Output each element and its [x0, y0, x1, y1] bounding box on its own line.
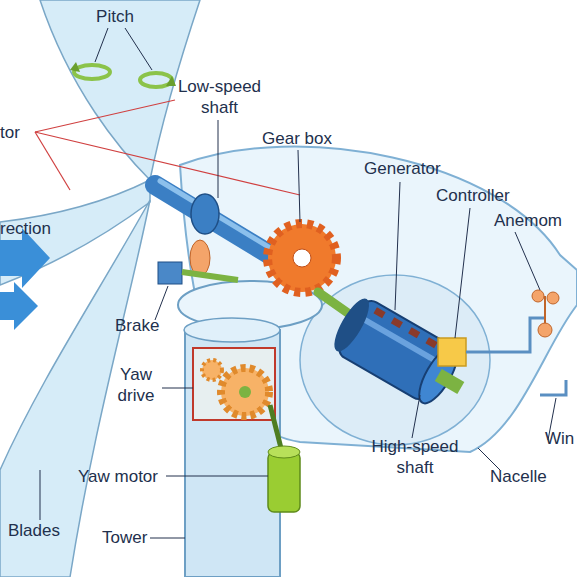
gear [268, 224, 336, 292]
part-label: Yaw motor [78, 466, 178, 487]
part-label: Low-speed shaft [172, 76, 267, 118]
pitch-arrow-head [166, 76, 176, 86]
rotor-leader [35, 100, 175, 132]
part-label: Pitch [85, 6, 145, 27]
wind-vane [540, 380, 566, 395]
part-label: Nacelle [490, 466, 570, 487]
leader-lines [40, 28, 556, 538]
yaw-motor [268, 452, 300, 512]
part-label: Controller [436, 185, 536, 206]
anemometer-cup [538, 323, 552, 337]
brake-caliper [158, 262, 182, 284]
yaw-gear-body [225, 372, 265, 412]
gear-hole [293, 249, 311, 267]
yaw-gear [221, 368, 269, 416]
part-label: Tower [102, 527, 162, 548]
yaw-motor-top [268, 446, 300, 458]
yaw-drive-box [193, 348, 275, 420]
tower [185, 330, 280, 577]
brake-shaft [182, 272, 238, 280]
part-label: rection [0, 218, 70, 239]
part-label: Generator [364, 158, 464, 179]
tower-top [184, 318, 280, 342]
blade [40, 0, 200, 180]
part-label: Win [545, 428, 577, 449]
yaw-gear-hub [239, 386, 251, 398]
pitch-arrow [74, 65, 110, 79]
wind-arrow [0, 282, 38, 330]
part-label: Blades [8, 520, 78, 541]
gear-body [272, 228, 332, 288]
part-label: tor [0, 122, 40, 143]
part-label: Yaw drive [108, 364, 164, 406]
anemometer-cup [532, 290, 544, 302]
part-label: Brake [115, 315, 175, 336]
rotor-leader [35, 132, 300, 195]
pitch-arrow-head [70, 62, 80, 72]
generator [327, 292, 477, 415]
yaw-shaft [270, 405, 282, 452]
part-label: Anemom [494, 210, 577, 231]
rotor-leader [35, 132, 70, 190]
shaft-collar [191, 194, 219, 234]
part-label: High-speed shaft [360, 436, 470, 478]
pinion [202, 360, 222, 380]
part-label: Gear box [262, 128, 352, 149]
anemometer-cup [547, 292, 559, 304]
wire [466, 318, 545, 352]
controller-box [438, 338, 466, 366]
